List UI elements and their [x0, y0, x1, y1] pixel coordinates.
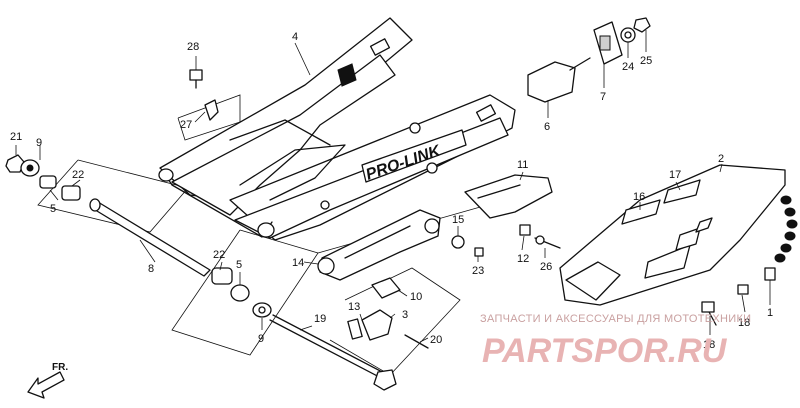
callout-28: 28 — [187, 41, 199, 53]
callout-18-right: 18 — [738, 317, 750, 329]
callout-3: 3 — [402, 309, 408, 321]
callout-15: 15 — [452, 214, 464, 226]
callout-11: 11 — [517, 159, 528, 171]
callout-labels: 4 28 27 21 9 22 5 8 22 5 9 19 14 10 13 3… — [10, 31, 773, 351]
callout-24: 24 — [622, 61, 634, 73]
callout-8: 8 — [148, 263, 154, 275]
callout-18-left: 18 — [703, 339, 715, 351]
leader-lines — [15, 30, 771, 343]
callout-4: 4 — [292, 31, 298, 43]
front-label: FR. — [52, 362, 68, 373]
callout-14: 14 — [292, 257, 304, 269]
watermark-brand: PARTSPOR.RU — [482, 332, 728, 370]
callout-2: 2 — [718, 153, 724, 165]
callout-12: 12 — [517, 253, 529, 265]
callout-20: 20 — [430, 334, 442, 346]
callout-9-upper: 9 — [36, 137, 42, 149]
watermark-caption: ЗАПЧАСТИ И АКСЕССУАРЫ ДЛЯ МОТОТЕХНИКИ — [480, 313, 751, 325]
callout-23: 23 — [472, 265, 484, 277]
pivot-parts — [5, 69, 397, 391]
callout-25: 25 — [640, 55, 652, 67]
callout-6: 6 — [544, 121, 550, 133]
callout-17: 17 — [669, 169, 681, 181]
callout-21: 21 — [10, 131, 22, 143]
link-parts — [317, 174, 561, 349]
callout-1: 1 — [767, 307, 773, 319]
watermark: ЗАПЧАСТИ И АКСЕССУАРЫ ДЛЯ МОТОТЕХНИКИ PA… — [480, 313, 751, 370]
callout-26: 26 — [540, 261, 552, 273]
front-direction-arrow: FR. — [27, 362, 68, 399]
callout-10: 10 — [410, 291, 422, 303]
callout-7: 7 — [600, 91, 606, 103]
callout-5-upper: 5 — [50, 203, 56, 215]
callout-9-lower: 9 — [258, 333, 264, 345]
callout-5-lower: 5 — [236, 259, 242, 271]
chain-case — [559, 164, 798, 326]
swingarm: PRO-LINK — [158, 17, 516, 241]
slider-parts — [527, 17, 651, 103]
callout-16: 16 — [633, 191, 645, 203]
callout-22-lower: 22 — [213, 249, 225, 261]
callout-19: 19 — [314, 313, 326, 325]
callout-22-upper: 22 — [72, 169, 84, 181]
callout-13: 13 — [348, 301, 360, 313]
callout-27: 27 — [180, 119, 192, 131]
drive-chain — [774, 195, 798, 263]
